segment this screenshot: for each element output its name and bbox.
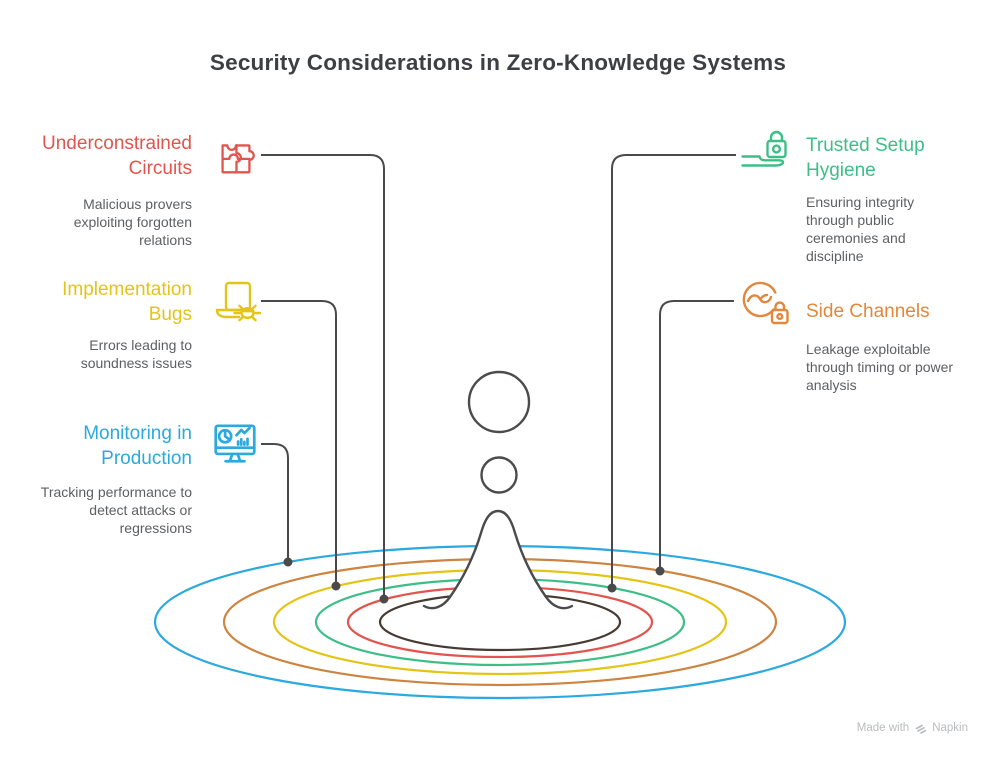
connector-dots: [283, 557, 665, 604]
droplet-large: [467, 370, 531, 434]
connector-implementation-bugs: [261, 300, 337, 586]
watermark-brand: Napkin: [932, 721, 968, 734]
item-trusted-setup-hygiene-heading: Trusted Setup Hygiene: [806, 135, 925, 181]
connector-underconstrained-circuits: [261, 154, 385, 599]
puzzle-icon: [221, 144, 255, 174]
droplet-small: [480, 456, 518, 494]
item-underconstrained-circuits-description: Malicious provers exploiting forgotten r…: [73, 196, 192, 248]
item-underconstrained-circuits-heading: Underconstrained Circuits: [42, 133, 192, 179]
connector-lines: [261, 154, 736, 599]
laptop-bug-icon: [215, 281, 261, 322]
lock-sweep-icon: [741, 130, 787, 167]
item-implementation-bugs-heading: Implementation Bugs: [62, 279, 192, 325]
item-side-channels-description: Leakage exploitable through timing or po…: [806, 341, 954, 393]
dot-blue-ripple: [283, 557, 293, 567]
watermark-text: Made with: [856, 721, 910, 734]
dot-yellow-ripple: [331, 581, 341, 591]
item-monitoring-in-production-heading: Monitoring in Production: [83, 423, 192, 469]
dot-orange-ripple: [655, 566, 665, 576]
dot-red-ripple: [379, 594, 389, 604]
connector-side-channels: [659, 300, 734, 571]
monitor-chart-icon: [214, 424, 256, 463]
item-trusted-setup-hygiene-description: Ensuring integrity through public ceremo…: [806, 194, 915, 264]
item-monitoring-in-production-description: Tracking performance to detect attacks o…: [40, 484, 192, 536]
diagram-title: Security Considerations in Zero-Knowledg…: [209, 50, 787, 75]
wave-lock-icon: [742, 281, 789, 325]
connector-monitoring-in-production: [261, 443, 289, 562]
watermark: Made with Napkin: [857, 721, 968, 734]
item-side-channels-heading: Side Channels: [806, 301, 930, 322]
dot-green-ripple: [607, 583, 617, 593]
splash-column: [422, 509, 574, 610]
napkin-logo-icon: [915, 724, 927, 734]
item-implementation-bugs-description: Errors leading to soundness issues: [80, 337, 192, 371]
connector-trusted-setup-hygiene: [611, 154, 736, 588]
